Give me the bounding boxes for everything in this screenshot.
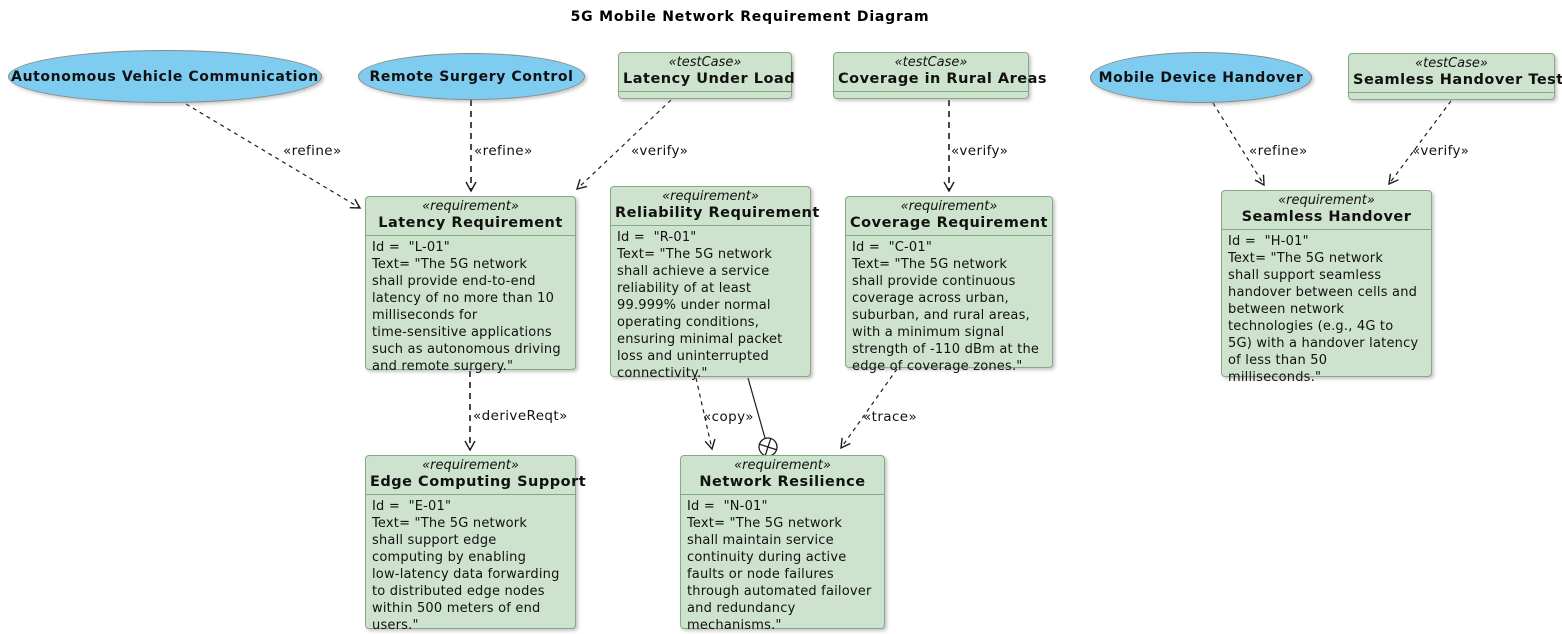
edge-refine-avc: [185, 103, 362, 209]
edge-label-verify-cra: «verify»: [951, 143, 1009, 159]
usecase-mobile-device-handover: Mobile Device Handover: [1090, 52, 1312, 103]
testcase-stereotype: «testCase»: [894, 55, 968, 70]
edge-label-copy: «copy»: [703, 409, 754, 425]
requirement-body: Id = "R-01" Text= "The 5G network shall …: [611, 225, 810, 385]
testcase-name: Seamless Handover Test: [1353, 72, 1562, 88]
testcase-empty-compartment: [619, 91, 791, 102]
edge-containment-line: [747, 377, 766, 439]
requirement-name: Edge Computing Support: [370, 474, 587, 490]
testcase-empty-compartment: [834, 91, 1028, 102]
testcase-empty-compartment: [1349, 92, 1554, 103]
requirement-body: Id = "E-01" Text= "The 5G network shall …: [366, 494, 575, 634]
requirement-body: Id = "L-01" Text= "The 5G network shall …: [366, 235, 575, 378]
requirement-stereotype: «requirement»: [422, 199, 519, 214]
testcase-stereotype: «testCase»: [668, 55, 742, 70]
requirement-body: Id = "H-01" Text= "The 5G network shall …: [1222, 229, 1431, 389]
edge-verify-lul: [575, 99, 672, 190]
usecase-label: Mobile Device Handover: [1098, 69, 1304, 86]
edge-label-trace: «trace»: [863, 409, 918, 425]
requirement-reliability: «requirement» Reliability Requirement Id…: [610, 186, 820, 381]
requirement-seamless-handover: «requirement» Seamless Handover Id = "H-…: [1221, 190, 1432, 385]
requirement-stereotype: «requirement»: [900, 199, 998, 214]
edge-label-derivereqt: «deriveReqt»: [473, 408, 568, 424]
requirement-stereotype: «requirement»: [734, 458, 831, 473]
requirement-edge-computing: «requirement» Edge Computing Support Id …: [365, 455, 587, 633]
edge-trace: [840, 368, 898, 450]
testcase-coverage-in-rural-areas: «testCase» Coverage in Rural Areas: [833, 52, 1047, 102]
requirement-name: Seamless Handover: [1241, 209, 1412, 225]
usecase-label: Remote Surgery Control: [369, 68, 574, 85]
requirement-name: Reliability Requirement: [615, 205, 820, 221]
testcase-stereotype: «testCase»: [1415, 56, 1488, 71]
diagram-title: 5G Mobile Network Requirement Diagram: [570, 9, 930, 25]
requirement-name: Latency Requirement: [378, 215, 563, 231]
requirement-stereotype: «requirement»: [662, 189, 759, 204]
requirement-stereotype: «requirement»: [422, 458, 519, 473]
testcase-name: Coverage in Rural Areas: [838, 71, 1047, 87]
requirement-body: Id = "C-01" Text= "The 5G network shall …: [846, 235, 1052, 378]
edge-label-verify-lul: «verify»: [631, 143, 689, 159]
requirement-body: Id = "N-01" Text= "The 5G network shall …: [681, 494, 884, 634]
testcase-name: Latency Under Load: [623, 71, 796, 87]
testcase-latency-under-load: «testCase» Latency Under Load: [618, 52, 796, 102]
edge-label-verify-sht: «verify»: [1412, 143, 1470, 159]
usecase-autonomous-vehicle-communication: Autonomous Vehicle Communication: [8, 50, 322, 103]
requirement-coverage: «requirement» Coverage Requirement Id = …: [845, 196, 1053, 374]
edge-label-refine-mdh: «refine»: [1249, 143, 1308, 159]
usecase-remote-surgery-control: Remote Surgery Control: [358, 53, 585, 100]
edge-label-refine-avc: «refine»: [283, 143, 342, 159]
edge-refine-mdh: [1212, 102, 1265, 187]
edge-verify-sht: [1388, 100, 1452, 186]
testcase-seamless-handover-test: «testCase» Seamless Handover Test: [1348, 53, 1562, 103]
requirement-stereotype: «requirement»: [1278, 193, 1375, 208]
requirement-latency: «requirement» Latency Requirement Id = "…: [365, 196, 576, 374]
requirement-name: Network Resilience: [699, 474, 866, 490]
requirement-name: Coverage Requirement: [850, 215, 1048, 231]
requirement-network-resilience: «requirement» Network Resilience Id = "N…: [680, 455, 885, 633]
edge-label-refine-rsc: «refine»: [474, 143, 533, 159]
usecase-label: Autonomous Vehicle Communication: [11, 68, 319, 85]
